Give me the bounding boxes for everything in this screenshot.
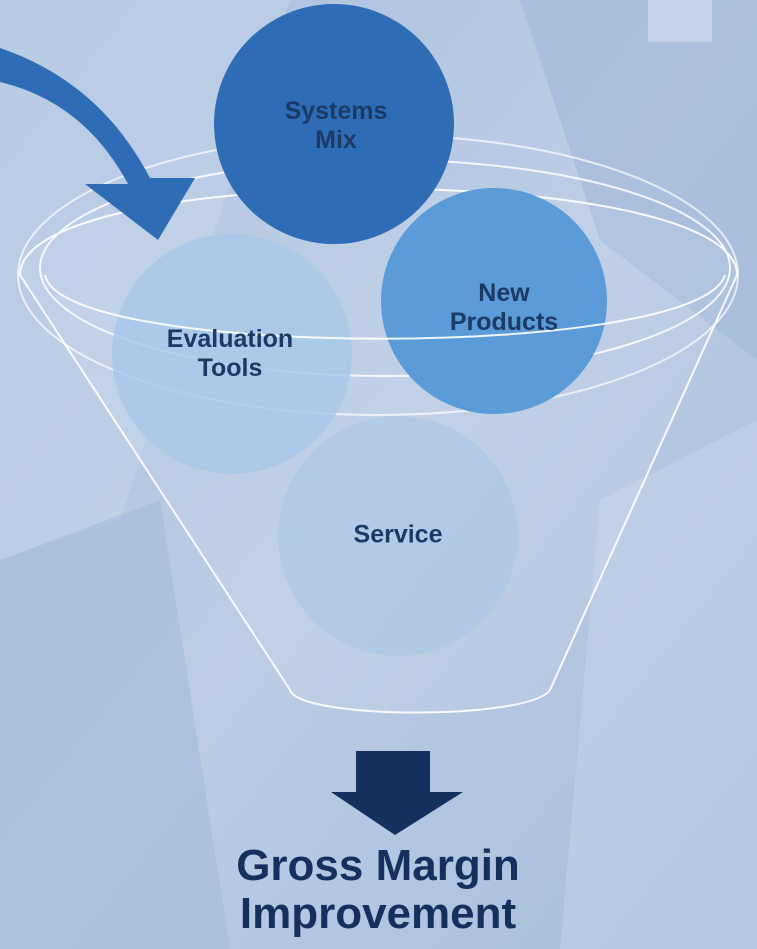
funnel-rim-front (44, 274, 726, 340)
circle-evaluation-tools (112, 234, 352, 474)
label-new-products: New Products (449, 279, 559, 336)
down-arrow-icon (331, 751, 463, 835)
curved-arrow-icon (0, 48, 195, 240)
circle-new-products (381, 188, 607, 414)
circle-systems-mix (214, 4, 454, 244)
label-service: Service (353, 520, 443, 549)
outcome-title: Gross Margin Improvement (236, 841, 520, 938)
circle-service (278, 416, 518, 656)
label-systems-mix: Systems Mix (284, 97, 388, 154)
label-evaluation-tools: Evaluation Tools (166, 325, 294, 382)
